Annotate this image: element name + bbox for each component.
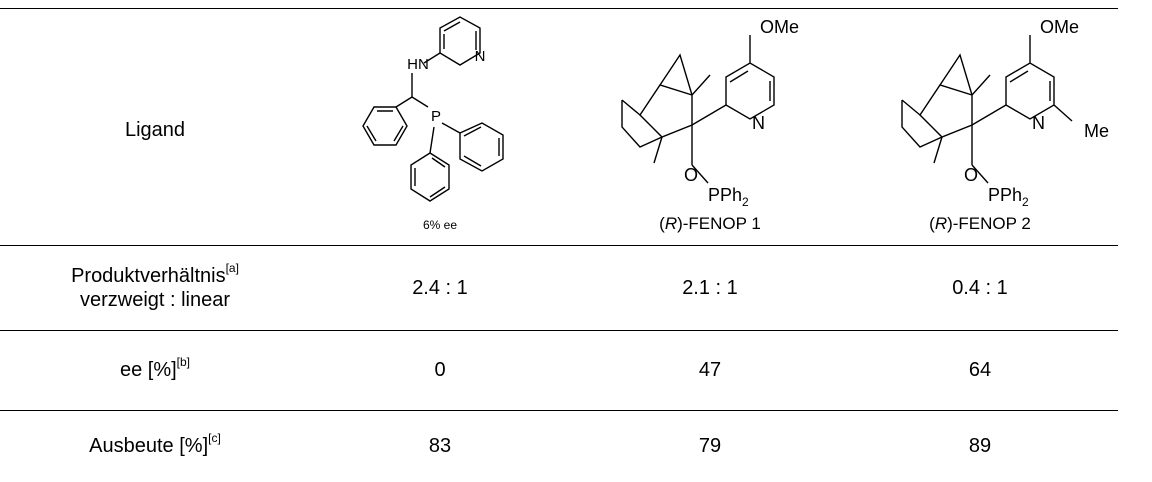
n-atom-label: N bbox=[752, 113, 765, 133]
header-ligand-label: Ligand bbox=[40, 110, 270, 150]
n-atom-label: N bbox=[1032, 113, 1045, 133]
row-label-ausbeute: Ausbeute [%][c] bbox=[89, 431, 221, 457]
ligand-structure-1: HN N P bbox=[362, 16, 504, 202]
table-row-rule bbox=[0, 330, 1118, 331]
table-top-rule bbox=[0, 8, 1118, 9]
ligand-structure-2: OMe N O PPh2 bbox=[621, 17, 799, 209]
table-cell: 89 bbox=[968, 435, 992, 457]
o-atom-label: O bbox=[964, 165, 978, 185]
me-label: Me bbox=[1084, 121, 1109, 141]
o-atom-label: O bbox=[684, 165, 698, 185]
table-cell: 2.1 : 1 bbox=[682, 277, 738, 299]
ligand-label-text: Ligand bbox=[124, 119, 186, 141]
nh-atom-label: HN bbox=[407, 56, 429, 73]
table-header-rule bbox=[0, 245, 1118, 246]
ome-label: OMe bbox=[760, 17, 799, 37]
ligand-structure-3: OMe N Me O PPh2 bbox=[901, 17, 1109, 209]
table-row-rule bbox=[0, 410, 1118, 411]
p-atom-label: P bbox=[431, 108, 441, 125]
ome-label: OMe bbox=[1040, 17, 1079, 37]
row-label-ee: ee [%][b] bbox=[119, 355, 191, 381]
pph2-label: PPh2 bbox=[708, 185, 749, 209]
table-cell: 0 bbox=[434, 359, 446, 381]
table-cell: 0.4 : 1 bbox=[952, 277, 1008, 299]
table-cell: 79 bbox=[698, 435, 722, 457]
ligand-caption-1: 6% ee bbox=[422, 218, 458, 232]
ligand-caption-2: (R)-FENOP 1 bbox=[659, 214, 761, 233]
table-cell: 47 bbox=[698, 359, 722, 381]
table-cell: 83 bbox=[428, 435, 452, 457]
ligand-caption-3: (R)-FENOP 2 bbox=[929, 214, 1031, 233]
table-cell: 2.4 : 1 bbox=[412, 277, 468, 299]
n-atom-label: N bbox=[475, 48, 486, 65]
row-label-produktverhaeltnis: Produktverhältnis[a] verzweigt : linear bbox=[71, 261, 239, 311]
pph2-label: PPh2 bbox=[988, 185, 1029, 209]
table-cell: 64 bbox=[968, 359, 992, 381]
